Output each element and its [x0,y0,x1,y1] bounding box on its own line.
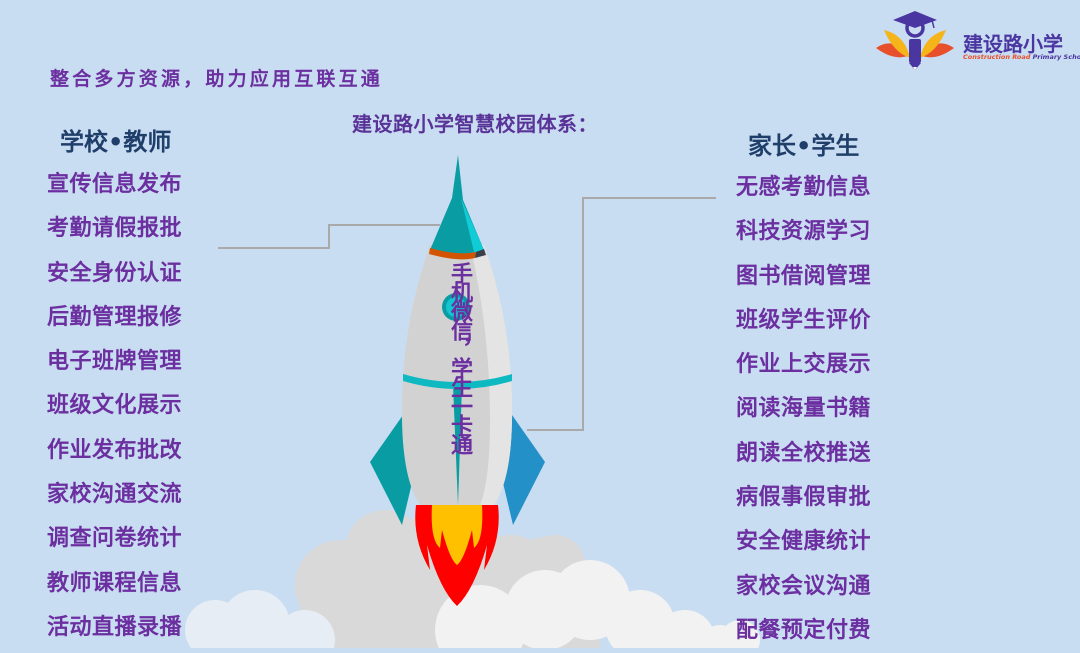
list-item: 班级文化展示 [47,393,183,419]
logo-subtitle: Construction Road Primary School [963,53,1080,61]
list-item: 家校沟通交流 [47,482,183,508]
list-item: 安全健康统计 [736,529,872,555]
connector-left [218,224,440,249]
rocket-stripe [453,385,462,505]
system-title: 建设路小学智慧校园体系： [352,112,598,136]
list-item: 电子班牌管理 [47,349,183,375]
list-item: 作业上交展示 [736,352,872,378]
rocket-nose-highlight [461,198,484,252]
list-item: 教师课程信息 [47,570,183,596]
list-item: 安全身份认证 [47,260,183,286]
cloud-front [435,560,760,648]
list-item: 班级学生评价 [736,307,872,333]
list-item: 图书借阅管理 [736,263,872,289]
flame-inner [431,505,483,565]
connector-right [527,197,716,431]
rocket-collar [429,248,476,260]
list-item: 宣传信息发布 [47,172,183,197]
list-item: 无感考勤信息 [736,175,872,200]
list-item: 调查问卷统计 [47,526,183,552]
tagline: 整合多方资源，助力应用互联互通 [50,68,384,90]
list-item: 阅读海量书籍 [736,396,872,422]
logo-emblem [876,11,954,70]
list-item: 考勤请假报批 [47,216,183,242]
list-item: 作业发布批改 [47,437,183,463]
logo-subtitle-part2: Primary School [1032,53,1080,61]
list-item: 家校会议沟通 [736,573,872,599]
list-item: 朗读全校推送 [736,440,872,466]
cloud-left [185,590,335,648]
left-feature-list: 宣传信息发布 考勤请假报批 安全身份认证 后勤管理报修 电子班牌管理 班级文化展… [47,163,182,650]
logo-subtitle-part1: Construction Road [963,53,1033,61]
left-column-heading: 学校•教师 [60,128,172,156]
list-item: 后勤管理报修 [47,304,183,330]
rocket-label: 手机微信，学生一卡通 [447,262,472,452]
list-item: 配餐预定付费 [736,617,872,643]
rocket-body-highlight [470,245,513,505]
list-item: 科技资源学习 [736,219,872,245]
right-feature-list: 无感考勤信息 科技资源学习 图书借阅管理 班级学生评价 作业上交展示 阅读海量书… [736,166,871,653]
logo-school-name: 建设路小学 [963,32,1063,56]
list-item: 病假事假审批 [736,485,872,511]
rocket-band [403,374,512,389]
list-item: 活动直播录播 [47,614,183,640]
right-column-heading: 家长•学生 [748,132,860,160]
